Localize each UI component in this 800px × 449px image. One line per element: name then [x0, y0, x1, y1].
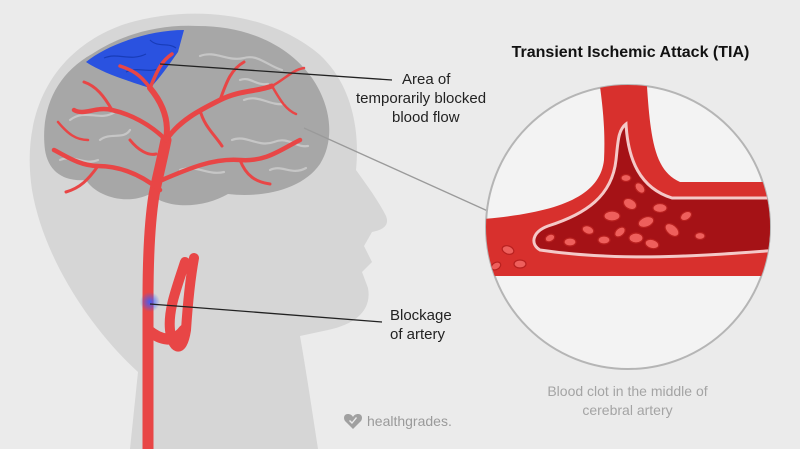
leader-lines: [149, 63, 393, 323]
zoomed-artery: [486, 85, 770, 276]
zoom-connector-line: [303, 127, 491, 213]
artery-blockage-marker: [140, 292, 160, 312]
blocked-area-label-line2: temporarily blocked: [356, 90, 487, 107]
brand-logo: healthgrades.: [346, 413, 452, 429]
blocked-area-label-line3: blood flow: [392, 109, 460, 126]
zoom-caption-line1: Blood clot in the middle of: [547, 383, 708, 399]
zoom-caption-line2: cerebral artery: [582, 402, 673, 418]
blocked-area-label: Area of temporarily blocked blood flow: [356, 70, 486, 127]
blockage-label-line1: Blockage: [390, 307, 452, 324]
blocked-area-label-line1: Area of: [402, 71, 451, 88]
blockage-label: Blockage of artery: [390, 306, 452, 344]
blockage-label-line2: of artery: [390, 326, 446, 343]
zoom-caption: Blood clot in the middle of cerebral art…: [500, 382, 755, 420]
diagram-title: Transient Ischemic Attack (TIA): [511, 44, 750, 61]
cerebral-arteries: [51, 52, 306, 449]
heart-check-icon: [344, 414, 362, 429]
brand-name: healthgrades.: [367, 413, 452, 429]
